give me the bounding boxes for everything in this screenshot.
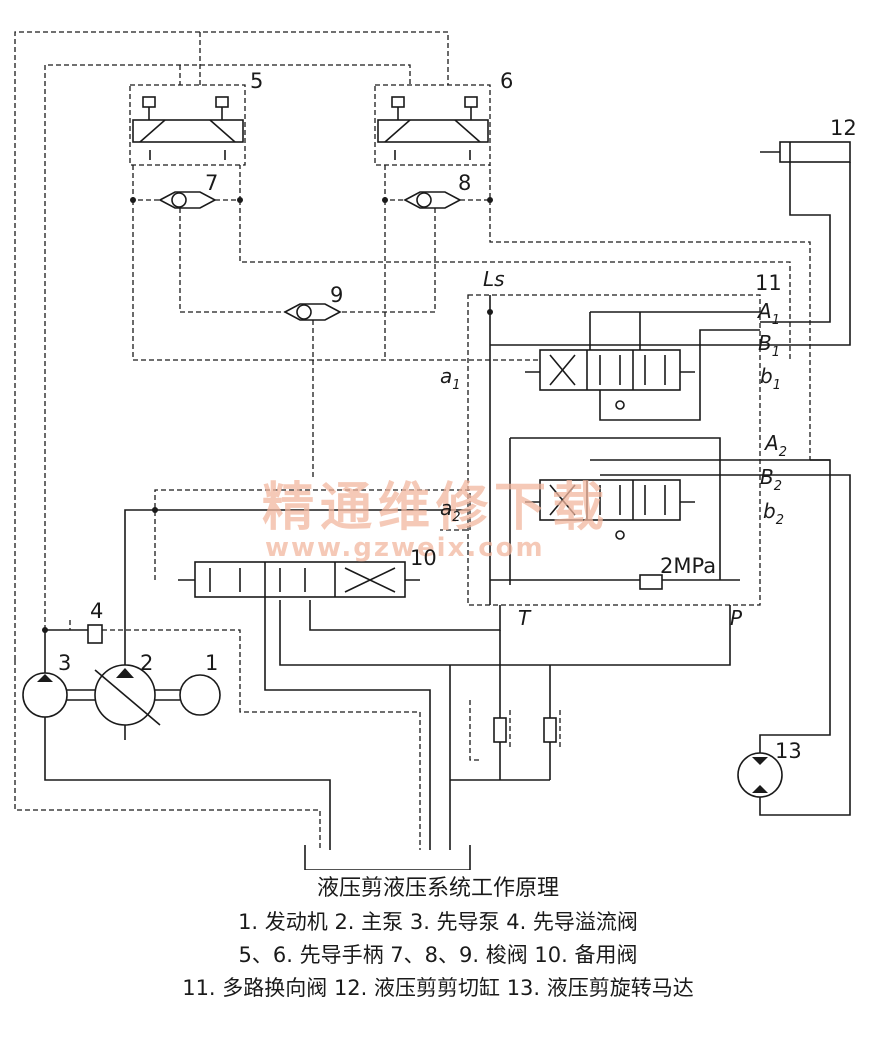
pressure-line-p: [279, 600, 731, 666]
label-12: 12: [830, 116, 857, 140]
spare-valve-10: [124, 489, 471, 740]
port-a2-lower: a2: [440, 496, 461, 525]
tank-line-t: [309, 600, 501, 631]
pilot-b-lines: [239, 200, 811, 460]
watermark-url: www.gzweix.com: [265, 533, 545, 563]
label-2: 2: [140, 651, 153, 675]
watermark-cn: 精通维修下载: [262, 477, 610, 538]
multi-valve-11-frame: [467, 294, 761, 606]
shuttle-valve-8: [382, 165, 493, 209]
port-t: T: [518, 606, 532, 630]
pilot-a-lines: [132, 200, 540, 361]
port-p: P: [730, 606, 743, 630]
label-11: 11: [755, 271, 782, 295]
pilot-pump-3: [22, 627, 331, 850]
pilot-handle-6: [374, 84, 491, 166]
caption-line-1: 1. 发动机 2. 主泵 3. 先导泵 4. 先导溢流阀: [238, 910, 638, 934]
rotary-motor-13: [737, 752, 783, 798]
relief-valves-cluster: [469, 700, 561, 761]
label-5: 5: [250, 69, 263, 93]
engine-1: [179, 674, 221, 716]
label-1: 1: [205, 651, 218, 675]
port-b1: B1: [758, 331, 780, 360]
caption: 液压剪液压系统工作原理 1. 发动机 2. 主泵 3. 先导泵 4. 先导溢流阀…: [0, 872, 876, 1005]
pilot-handle-5: [129, 84, 246, 166]
label-9: 9: [330, 283, 343, 307]
label-8: 8: [458, 171, 471, 195]
pilot-relief-valve-4: [69, 620, 421, 850]
port-b2-lower: b2: [763, 499, 784, 528]
motor-lines: [759, 459, 851, 816]
drain-line: [14, 660, 321, 850]
tank: [304, 845, 471, 870]
caption-title: 液压剪液压系统工作原理: [316, 876, 559, 901]
shear-cylinder-12: [760, 141, 851, 346]
pilot-line-outer: [14, 31, 449, 660]
pressure-label: 2MPa: [660, 554, 716, 578]
label-10: 10: [410, 546, 437, 570]
port-a1-lower: a1: [440, 364, 461, 393]
main-pump-2: [67, 664, 180, 726]
shuttle-9-inputs: [179, 208, 436, 313]
return-lines: [264, 597, 551, 850]
caption-line-2: 5、6. 先导手柄 7、8、9. 梭阀 10. 备用阀: [238, 943, 638, 967]
hydraulic-schematic: 精通维修下载 www.gzweix.com 1 2 3 4 5 6 7 8 9 …: [14, 31, 857, 870]
pilot-line-inner: [44, 64, 411, 630]
port-b2: B2: [760, 465, 782, 494]
port-a2: A2: [763, 431, 787, 460]
port-a1: A1: [756, 299, 780, 328]
shuttle-valve-9: [283, 303, 342, 480]
label-7: 7: [205, 171, 218, 195]
port-ls: Ls: [483, 267, 505, 291]
label-6: 6: [500, 69, 513, 93]
label-13: 13: [775, 739, 802, 763]
spool-section-1: [490, 311, 760, 421]
caption-line-3: 11. 多路换向阀 12. 液压剪剪切缸 13. 液压剪旋转马达: [182, 976, 694, 1000]
label-4: 4: [90, 599, 103, 623]
port-b1-lower: b1: [760, 364, 781, 393]
spool-section-2: [509, 437, 840, 585]
label-3: 3: [58, 651, 71, 675]
relief-valve-2mpa: [490, 574, 740, 590]
shuttle-valve-7: [130, 165, 243, 209]
